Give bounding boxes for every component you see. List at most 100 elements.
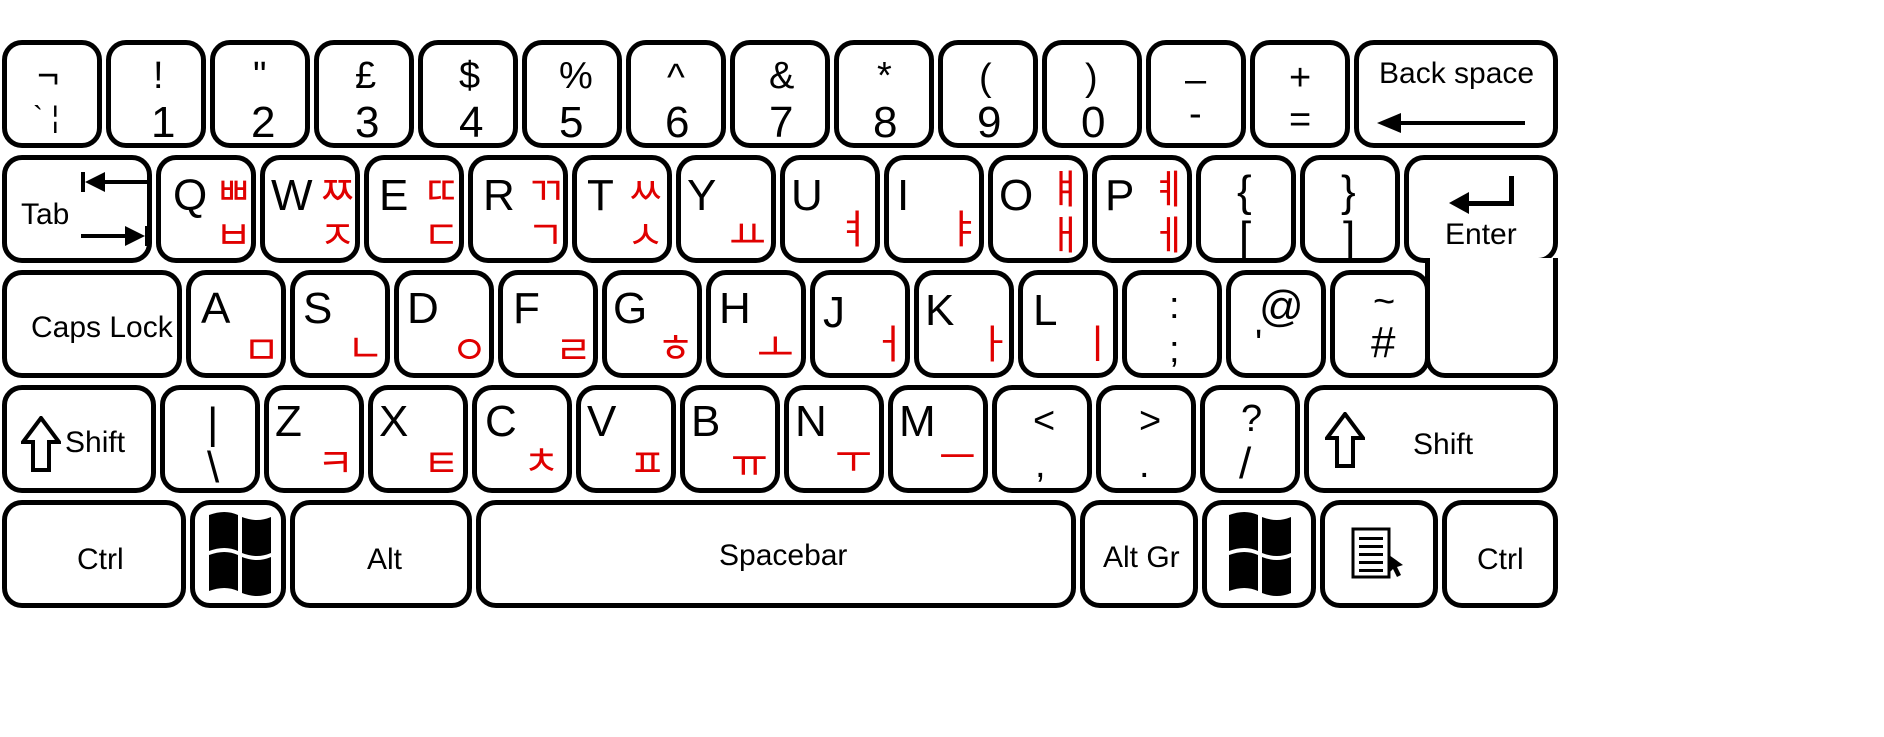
shift-label: Shift xyxy=(1413,428,1474,461)
key-9[interactable]: ( 9 xyxy=(938,40,1038,148)
key-s[interactable]: S ㄴ xyxy=(290,270,390,378)
key-w[interactable]: W ㅉ ㅈ xyxy=(260,155,360,263)
key-7[interactable]: & 7 xyxy=(730,40,830,148)
key-bottom-char: 9 xyxy=(977,98,1002,147)
key-hangul: ㅊ xyxy=(523,439,560,485)
key-t[interactable]: T ㅆ ㅅ xyxy=(572,155,672,263)
key-spacebar[interactable]: Spacebar xyxy=(476,500,1076,608)
key-left-bracket[interactable]: { [ xyxy=(1196,155,1296,263)
key-bottom-char: 1 xyxy=(151,98,176,147)
key-bottom-char: ] xyxy=(1343,213,1356,262)
key-enter[interactable]: Enter xyxy=(1404,155,1558,263)
key-f[interactable]: F ㄹ xyxy=(498,270,598,378)
key-b[interactable]: B ㅠ xyxy=(680,385,780,493)
key-hangul: ㅇ xyxy=(451,328,488,374)
key-hangul: ㅈ xyxy=(319,213,356,259)
key-minus[interactable]: – - xyxy=(1146,40,1246,148)
alt-label: Alt xyxy=(367,543,403,576)
key-j[interactable]: J ㅓ xyxy=(810,270,910,378)
key-latin: U xyxy=(791,171,823,220)
key-g[interactable]: G ㅎ xyxy=(602,270,702,378)
key-o[interactable]: O ㅒ ㅐ xyxy=(988,155,1088,263)
key-equals[interactable]: + = xyxy=(1250,40,1350,148)
key-left-windows[interactable] xyxy=(190,500,286,608)
key-question[interactable]: ? / xyxy=(1200,385,1300,493)
key-top-char: – xyxy=(1185,59,1207,101)
key-8[interactable]: * 8 xyxy=(834,40,934,148)
key-enter-lower[interactable] xyxy=(1425,258,1558,378)
key-c[interactable]: C ㅊ xyxy=(472,385,572,493)
key-0[interactable]: ) 0 xyxy=(1042,40,1142,148)
key-latin: H xyxy=(719,284,751,333)
key-alt-gr[interactable]: Alt Gr xyxy=(1080,500,1198,608)
key-top-char: @ xyxy=(1259,282,1304,331)
key-hangul: ㅁ xyxy=(243,328,280,374)
key-right-bracket[interactable]: } ] xyxy=(1300,155,1400,263)
key-backtick[interactable]: ¬ ` ¦ xyxy=(2,40,102,148)
shift-arrow-icon xyxy=(21,416,61,472)
key-top-char: < xyxy=(1033,400,1056,442)
key-bottom-char: # xyxy=(1371,318,1396,367)
key-u[interactable]: U ㅕ xyxy=(780,155,880,263)
key-i[interactable]: I ㅑ xyxy=(884,155,984,263)
key-tab[interactable]: Tab xyxy=(2,155,152,263)
key-x[interactable]: X ㅌ xyxy=(368,385,468,493)
key-z[interactable]: Z ㅋ xyxy=(264,385,364,493)
key-at[interactable]: @ ' xyxy=(1226,270,1326,378)
key-y[interactable]: Y ㅛ xyxy=(676,155,776,263)
key-hangul: ㅏ xyxy=(975,322,1012,368)
key-3[interactable]: £ 3 xyxy=(314,40,414,148)
key-right-ctrl[interactable]: Ctrl xyxy=(1442,500,1558,608)
key-hangul: ㅔ xyxy=(1151,213,1188,259)
key-bottom-char: , xyxy=(1035,444,1046,486)
key-hangul-shift: ㅒ xyxy=(1047,167,1084,213)
key-less-than[interactable]: < , xyxy=(992,385,1092,493)
key-m[interactable]: M ㅡ xyxy=(888,385,988,493)
key-q[interactable]: Q ㅃ ㅂ xyxy=(156,155,256,263)
key-backspace[interactable]: Back space xyxy=(1354,40,1558,148)
key-r[interactable]: R ㄲ ㄱ xyxy=(468,155,568,263)
key-caps-lock[interactable]: Caps Lock xyxy=(2,270,182,378)
key-k[interactable]: K ㅏ xyxy=(914,270,1014,378)
key-latin: V xyxy=(587,397,617,446)
key-top-char: $ xyxy=(459,55,481,97)
enter-arrow-icon xyxy=(1449,176,1514,214)
key-bottom-char: 7 xyxy=(769,98,794,147)
key-alt[interactable]: Alt xyxy=(290,500,472,608)
key-hangul: ㅡ xyxy=(939,435,976,481)
key-latin: Z xyxy=(275,397,302,446)
key-2[interactable]: " 2 xyxy=(210,40,310,148)
key-a[interactable]: A ㅁ xyxy=(186,270,286,378)
key-right-shift[interactable]: Shift xyxy=(1304,385,1558,493)
key-p[interactable]: P ㅖ ㅔ xyxy=(1092,155,1192,263)
key-1[interactable]: ! 1 xyxy=(106,40,206,148)
key-right-windows[interactable] xyxy=(1202,500,1316,608)
key-semicolon[interactable]: : ; xyxy=(1122,270,1222,378)
key-4[interactable]: $ 4 xyxy=(418,40,518,148)
key-top-char: ¬ xyxy=(37,55,60,97)
key-menu[interactable] xyxy=(1320,500,1438,608)
key-h[interactable]: H ㅗ xyxy=(706,270,806,378)
key-latin: B xyxy=(691,397,721,446)
key-d[interactable]: D ㅇ xyxy=(394,270,494,378)
windows-logo-icon xyxy=(209,512,271,596)
key-hangul: ㅗ xyxy=(757,326,794,372)
key-top-char: ( xyxy=(979,57,992,99)
key-latin: Q xyxy=(173,171,208,220)
key-hash[interactable]: ~ # xyxy=(1330,270,1430,378)
key-n[interactable]: N ㅜ xyxy=(784,385,884,493)
key-left-ctrl[interactable]: Ctrl xyxy=(2,500,186,608)
key-pipe[interactable]: | \ xyxy=(160,385,260,493)
key-left-shift[interactable]: Shift xyxy=(2,385,156,493)
key-e[interactable]: E ㄸ ㄷ xyxy=(364,155,464,263)
key-hangul: ㅋ xyxy=(317,441,354,487)
key-5[interactable]: % 5 xyxy=(522,40,622,148)
key-latin: Y xyxy=(687,171,717,220)
key-bottom-char: . xyxy=(1139,444,1150,486)
key-6[interactable]: ^ 6 xyxy=(626,40,726,148)
shift-label: Shift xyxy=(65,426,126,459)
arrow-left-icon xyxy=(1377,113,1525,133)
key-v[interactable]: V ㅍ xyxy=(576,385,676,493)
key-greater-than[interactable]: > . xyxy=(1096,385,1196,493)
key-l[interactable]: L ㅣ xyxy=(1018,270,1118,378)
